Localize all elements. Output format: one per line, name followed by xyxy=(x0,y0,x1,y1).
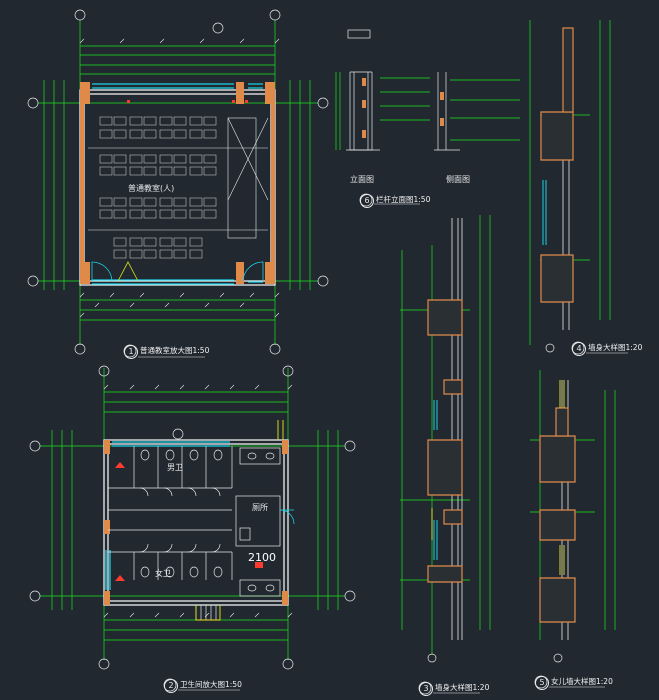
toilet-room-label-3: 厕所 xyxy=(252,503,268,512)
parapet-detail-5 xyxy=(530,370,616,689)
toilet-dimension: 2100 xyxy=(248,551,276,564)
railing-detail xyxy=(335,29,520,207)
classroom-room-label: 普通教室(人) xyxy=(128,184,175,193)
railing-elevation-label: 立面图 xyxy=(350,175,374,184)
plan-2-number: 2 xyxy=(164,679,178,693)
detail-6-number: 6 xyxy=(360,194,374,208)
desk-rows xyxy=(99,116,217,259)
railing-side-label: 侧面图 xyxy=(446,175,470,184)
detail-4-number: 4 xyxy=(572,342,586,356)
detail-3-number: 3 xyxy=(419,682,433,696)
detail-6-title: 栏杆立面图1:50 xyxy=(376,195,431,204)
detail-5-title: 女儿墙大样图1:20 xyxy=(551,677,613,686)
toilet-room-label-2: 女卫 xyxy=(155,569,171,578)
toilet-room-label-1: 男卫 xyxy=(167,463,183,472)
wall-section-4 xyxy=(529,20,628,355)
detail-5-number: 5 xyxy=(535,676,549,690)
toilet-plan xyxy=(29,365,356,692)
detail-4-title: 墙身大样图1:20 xyxy=(588,343,643,352)
plan-2-title: 卫生间放大图1:50 xyxy=(180,680,242,689)
plan-1-title: 普通教室放大图1:50 xyxy=(140,346,210,355)
classroom-plan xyxy=(27,9,329,358)
detail-3-title: 墙身大样图1:20 xyxy=(435,683,490,692)
wall-section-3 xyxy=(400,215,491,695)
plan-1-number: 1 xyxy=(124,345,138,359)
